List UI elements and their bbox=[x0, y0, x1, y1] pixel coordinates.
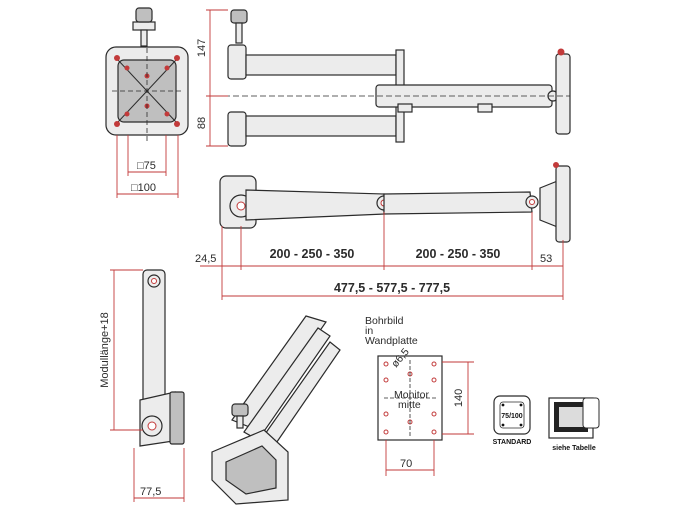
vesa-holes bbox=[114, 55, 180, 127]
monitor-center-1: Monitor bbox=[394, 389, 430, 401]
dim-147: 147 bbox=[196, 39, 208, 57]
profile-plate bbox=[169, 391, 185, 445]
dim-53: 53 bbox=[540, 253, 552, 265]
top-arm-upper bbox=[245, 54, 397, 76]
dim-total: 477,5 - 577,5 - 777,5 bbox=[334, 281, 450, 295]
top-knob-stem bbox=[235, 22, 243, 44]
dim-modullaenge: Modullänge+18 bbox=[99, 312, 111, 388]
table-label: siehe Tabelle bbox=[552, 445, 596, 452]
standard-label: STANDARD bbox=[493, 439, 532, 446]
dim-140: 140 bbox=[453, 389, 465, 407]
side-arm-segment-1 bbox=[245, 189, 385, 221]
vesa-standard-badge: 75/100 STANDARD bbox=[493, 395, 532, 446]
table-badge: siehe Tabelle bbox=[548, 397, 600, 452]
knob-stem bbox=[140, 29, 148, 47]
iso-arm-back bbox=[231, 315, 327, 429]
iso-knob bbox=[231, 403, 249, 417]
profile-view: Modullänge+18 77,5 bbox=[99, 269, 185, 502]
iso-base-inner bbox=[225, 445, 277, 495]
side-view: 24,5 200 - 250 - 350 200 - 250 - 350 53 … bbox=[195, 162, 571, 300]
monitor-center-2: mitte bbox=[398, 399, 421, 411]
top-wall-plate bbox=[555, 53, 571, 135]
vesa-label: 75/100 bbox=[501, 413, 523, 420]
drill-title-1: Bohrbild bbox=[365, 315, 404, 327]
drill-pattern: Bohrbild in Wandplatte ø6,5 Monitor mitt… bbox=[365, 315, 474, 476]
dim-70: 70 bbox=[400, 458, 412, 470]
top-hinge-lower bbox=[227, 111, 247, 147]
side-wall-plate bbox=[555, 165, 571, 243]
top-view: 147 88 bbox=[196, 9, 571, 147]
dim-77-5: 77,5 bbox=[140, 486, 161, 498]
drill-title-2: in bbox=[365, 325, 373, 337]
dim-square-100: □100 bbox=[131, 182, 156, 194]
dim-88: 88 bbox=[196, 117, 208, 129]
dim-24-5: 24,5 bbox=[195, 253, 216, 265]
isometric-view bbox=[211, 315, 341, 505]
top-hinge-upper bbox=[227, 44, 247, 80]
knob-grip bbox=[135, 7, 153, 23]
drill-title-3: Wandplatte bbox=[365, 335, 418, 347]
dim-square-75: □75 bbox=[137, 160, 156, 172]
dim-segment-1: 200 - 250 - 350 bbox=[270, 247, 355, 261]
side-arm-segment-2 bbox=[383, 191, 533, 215]
knob-top bbox=[132, 21, 156, 31]
top-knob bbox=[230, 9, 248, 24]
top-arm-lower bbox=[245, 115, 397, 137]
front-view: □75 □100 bbox=[105, 7, 189, 198]
top-arm-clip-a bbox=[397, 103, 413, 113]
dim-segment-2: 200 - 250 - 350 bbox=[416, 247, 501, 261]
top-arm-clip-b bbox=[477, 103, 493, 113]
